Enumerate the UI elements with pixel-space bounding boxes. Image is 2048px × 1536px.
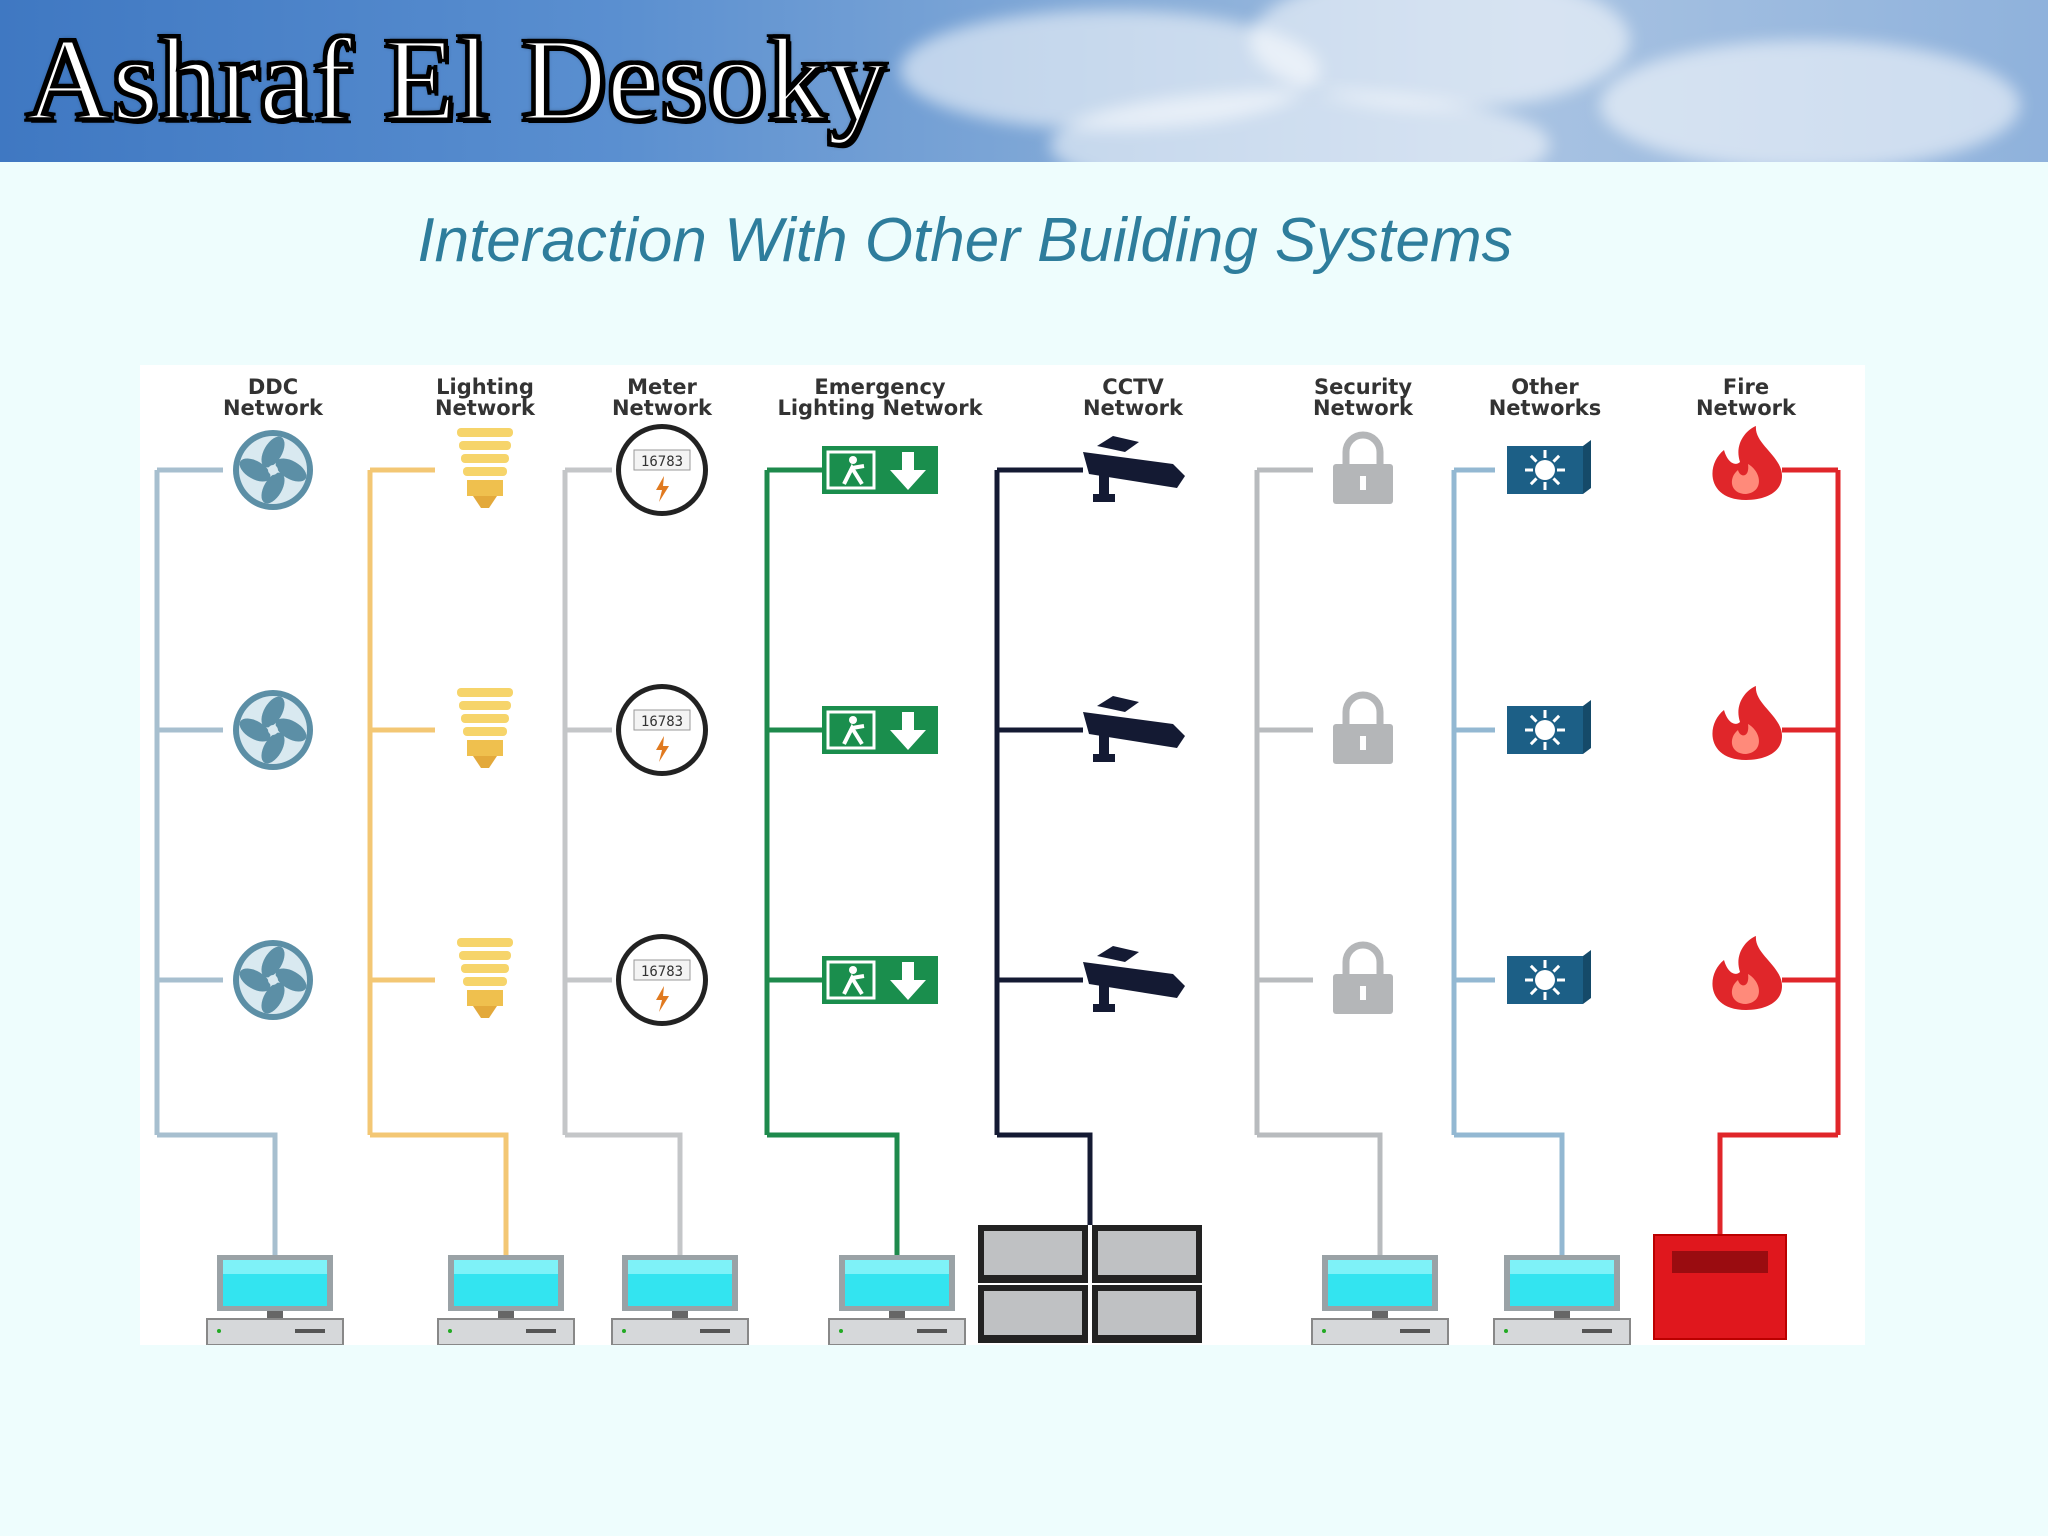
exit-sign-icon	[822, 706, 938, 754]
network-column-4	[978, 436, 1202, 1343]
slide-title: Interaction With Other Building Systems	[417, 206, 1513, 275]
computer-icon	[828, 1255, 966, 1345]
diagram-canvas: 16783 16783 16783	[154, 424, 1841, 1345]
meter-reading: 16783	[641, 454, 683, 470]
network-label-line2: Network	[1695, 396, 1796, 420]
network-switch-icon	[1507, 950, 1591, 1004]
network-switch-icon	[1507, 440, 1591, 494]
monitor-wall-icon	[978, 1225, 1202, 1343]
network-label-line1: Lighting	[436, 375, 534, 399]
network-column-7	[1653, 426, 1841, 1340]
network-label-line1: Other	[1511, 375, 1579, 399]
camera-icon	[1083, 696, 1185, 762]
network-label-line2: Network	[222, 396, 323, 420]
network-label-line1: CCTV	[1102, 375, 1164, 399]
meter-icon: 16783	[616, 934, 708, 1026]
bulb-icon	[457, 428, 513, 508]
network-column-0	[154, 430, 344, 1345]
network-label-line2: Lighting Network	[777, 396, 983, 420]
flame-icon	[1712, 426, 1782, 500]
network-label-line1: Fire	[1722, 375, 1770, 399]
flame-icon	[1712, 686, 1782, 760]
lock-icon	[1333, 431, 1393, 504]
computer-icon	[1311, 1255, 1449, 1345]
network-label-line2: Network	[1082, 396, 1183, 420]
computer-icon	[611, 1255, 749, 1345]
network-switch-icon	[1507, 700, 1591, 754]
network-label-line2: Network	[611, 396, 712, 420]
meter-reading: 16783	[641, 714, 683, 730]
header-title: Ashraf El Desoky	[24, 13, 888, 147]
fire-panel-icon	[1653, 1234, 1787, 1340]
network-label-line2: Network	[1312, 396, 1413, 420]
fan-icon	[233, 430, 313, 510]
fan-icon	[233, 940, 313, 1020]
network-label-line2: Networks	[1488, 396, 1602, 420]
meter-icon: 16783	[616, 684, 708, 776]
camera-icon	[1083, 436, 1185, 502]
network-column-2: 16783 16783 16783	[562, 424, 749, 1345]
bulb-icon	[457, 938, 513, 1018]
lock-icon	[1333, 941, 1393, 1014]
network-label-line2: Network	[434, 396, 535, 420]
lock-icon	[1333, 691, 1393, 764]
camera-icon	[1083, 946, 1185, 1012]
exit-sign-icon	[822, 956, 938, 1004]
network-column-3	[764, 446, 966, 1345]
network-label-line1: Meter	[627, 375, 697, 399]
network-column-1	[367, 428, 575, 1345]
network-column-6	[1451, 440, 1631, 1345]
computer-icon	[206, 1255, 344, 1345]
network-label-line1: Security	[1313, 375, 1413, 399]
exit-sign-icon	[822, 446, 938, 494]
network-label-line1: Emergency	[814, 375, 946, 399]
fan-icon	[233, 690, 313, 770]
computer-icon	[1493, 1255, 1631, 1345]
header-banner: Ashraf El Desoky	[0, 0, 2048, 162]
network-column-5	[1254, 431, 1449, 1345]
flame-icon	[1712, 936, 1782, 1010]
bulb-icon	[457, 688, 513, 768]
meter-reading: 16783	[641, 964, 683, 980]
meter-icon: 16783	[616, 424, 708, 516]
computer-icon	[437, 1255, 575, 1345]
network-label-line1: DDC	[247, 375, 299, 399]
